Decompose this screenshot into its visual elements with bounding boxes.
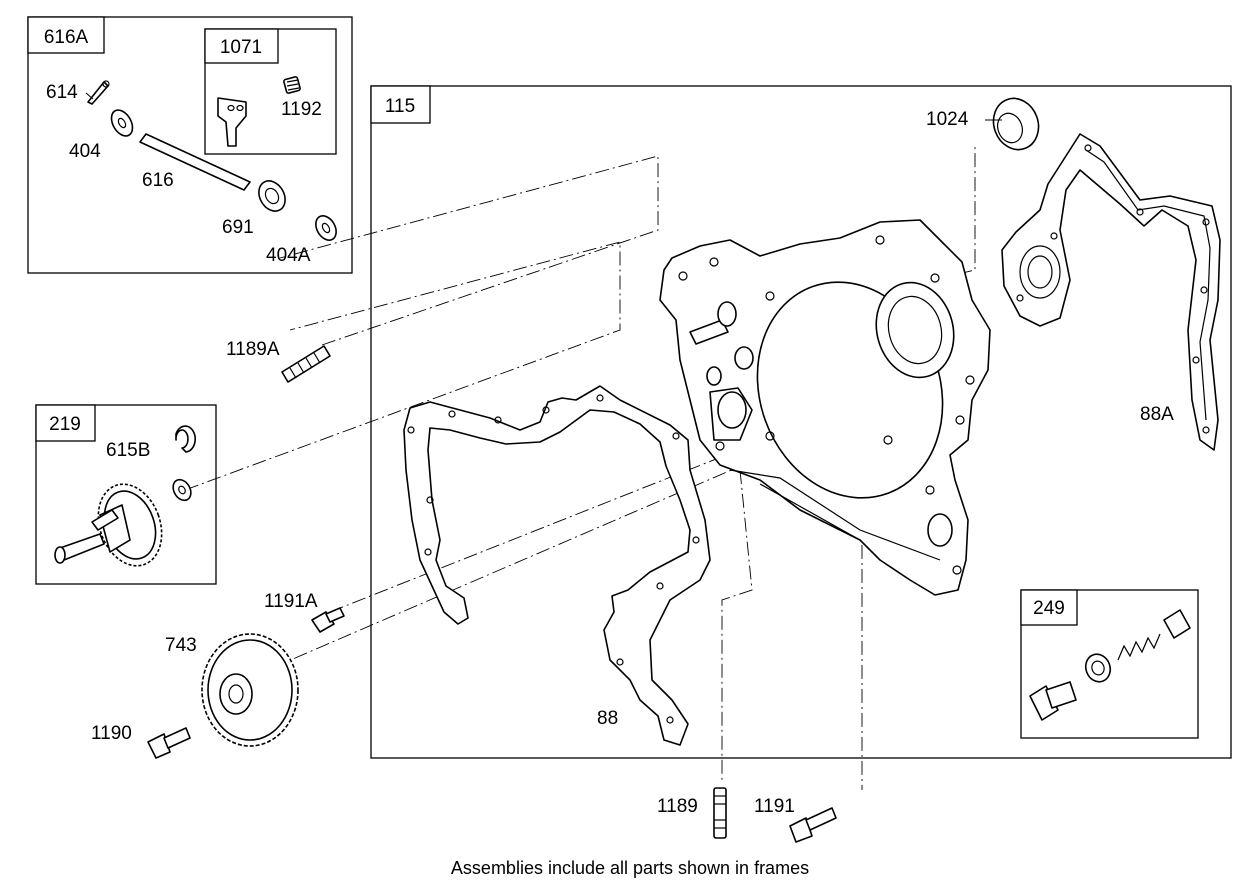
crankcase-cover <box>659 219 991 596</box>
gasket-88A <box>1001 133 1221 451</box>
frame-249: 249 <box>1020 589 1199 739</box>
frame-label-219: 219 <box>49 414 81 435</box>
label-404: 404 <box>69 141 101 162</box>
shaft-616 <box>139 133 251 191</box>
label-616: 616 <box>142 170 174 191</box>
label-1190: 1190 <box>91 723 132 744</box>
frame-label-115: 115 <box>385 96 415 117</box>
label-1189: 1189 <box>657 796 698 817</box>
governor-gear <box>54 483 163 567</box>
stud-1189 <box>713 787 727 839</box>
label-691: 691 <box>222 217 254 238</box>
cotter-pin-614 <box>87 80 110 105</box>
oil-seal-1024 <box>992 97 1040 151</box>
screw-1192 <box>283 76 301 94</box>
bushing-691 <box>258 180 286 212</box>
bolt-1190 <box>147 727 191 759</box>
frame-219: 219 <box>35 404 217 585</box>
frame-1071: 1071 <box>204 28 337 155</box>
retaining-ring-615B <box>175 425 196 453</box>
frame-label-249: 249 <box>1033 598 1065 619</box>
relief-valve-249 <box>1029 609 1191 721</box>
label-615B: 615B <box>106 440 150 461</box>
bracket-1071 <box>217 97 247 147</box>
leader-lines <box>85 92 1002 121</box>
label-614: 614 <box>46 82 78 103</box>
bolt-1191 <box>789 807 837 843</box>
label-1024: 1024 <box>926 109 969 130</box>
washer-404A <box>315 215 337 241</box>
label-1191: 1191 <box>754 796 795 817</box>
label-88: 88 <box>597 708 618 729</box>
label-404A: 404A <box>266 245 311 266</box>
label-88A: 88A <box>1140 404 1174 425</box>
label-1189A: 1189A <box>226 339 280 360</box>
bolt-1191A <box>311 607 345 633</box>
part-labels: 614 404 616 691 404A 1192 1024 88A 1189A… <box>46 82 1174 817</box>
gasket-88 <box>403 385 711 746</box>
frame-616A: 616A <box>27 16 353 274</box>
cam-gear-743 <box>201 633 299 747</box>
label-743: 743 <box>165 635 197 656</box>
washer-404 <box>110 109 134 137</box>
label-1192: 1192 <box>281 99 322 120</box>
label-1191A: 1191A <box>264 591 318 612</box>
diagram-caption: Assemblies include all parts shown in fr… <box>450 858 810 878</box>
frame-label-616A: 616A <box>44 27 89 48</box>
washer-219 <box>172 478 192 502</box>
stud-1189A <box>281 345 331 383</box>
frame-label-1071: 1071 <box>220 37 262 58</box>
